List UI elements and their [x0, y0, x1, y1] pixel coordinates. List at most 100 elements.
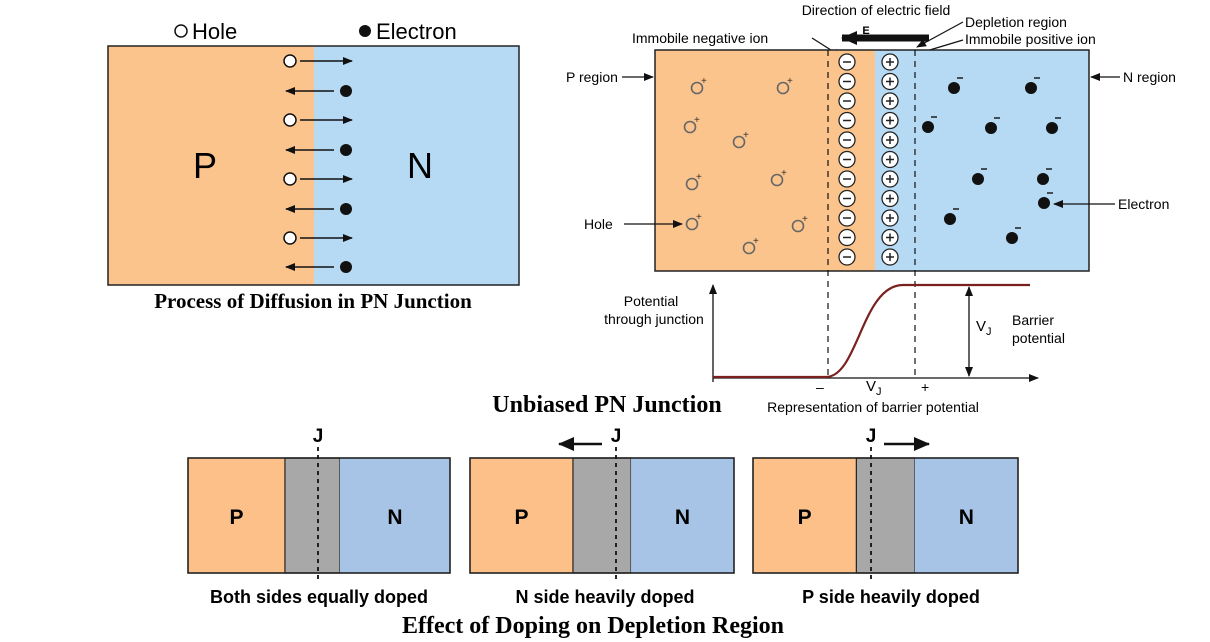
- hole-icon: [283, 54, 297, 68]
- electron-icon: [1006, 232, 1018, 244]
- doping-depletion-region: [855, 457, 916, 574]
- electron-icon: [972, 173, 984, 185]
- doping-depletion-region: [284, 457, 341, 574]
- doping-depletion-region: [572, 457, 632, 574]
- electron-legend-icon: [359, 25, 371, 37]
- unbiased-panel: Direction of electric field E Depletion …: [492, 2, 1176, 418]
- doping-p-region: [188, 458, 285, 573]
- p-region: [108, 46, 314, 285]
- doping-case-2: P N J N side heavily doped: [469, 426, 735, 607]
- electron-icon: [1037, 173, 1049, 185]
- junction-label: J: [611, 426, 622, 447]
- doping-p-label: P: [229, 506, 243, 529]
- minus-sign: –: [816, 379, 824, 395]
- doping-case-3: P N J P side heavily doped: [752, 426, 1019, 607]
- hole-icon: [685, 177, 699, 191]
- doping-caption: P side heavily doped: [802, 587, 980, 607]
- unbiased-outline: [654, 49, 1090, 272]
- hole-plus-glyph: +: [743, 130, 749, 141]
- electron-legend-label: Electron: [376, 19, 457, 44]
- electron-icon: [1038, 197, 1050, 209]
- diffusion-outline: [107, 45, 520, 286]
- vj-bottom-label: VJ: [866, 378, 882, 398]
- doping-outline: [752, 457, 1019, 574]
- barrier-label-line1: Barrier: [1012, 312, 1054, 328]
- hole-plus-glyph: +: [696, 212, 702, 223]
- n-label: N: [407, 145, 433, 186]
- immobile-ions: [838, 53, 899, 266]
- hole-icon: [776, 81, 790, 95]
- p-region-label: P region: [566, 69, 618, 85]
- barrier-potential-curve: [713, 283, 1030, 379]
- doping-n-region: [631, 458, 734, 573]
- unbiased-title: Unbiased PN Junction: [492, 392, 721, 418]
- hole-icon: [283, 231, 297, 245]
- electron-icon: [1025, 82, 1037, 94]
- field-direction-label: Direction of electric field: [802, 2, 951, 18]
- doping-case-1: P N J Both sides equally doped: [187, 426, 451, 607]
- hole-icon: [732, 135, 746, 149]
- hole-icon: [685, 217, 699, 231]
- doping-caption: Both sides equally doped: [210, 587, 428, 607]
- hole-icon: [742, 241, 756, 255]
- hole-plus-glyph: +: [696, 172, 702, 183]
- doping-p-label: P: [514, 506, 528, 529]
- field-symbol: E: [862, 25, 869, 37]
- doping-p-region: [753, 458, 857, 573]
- hole-icon: [770, 173, 784, 187]
- p-label: P: [193, 145, 217, 186]
- hole-icon: [791, 219, 805, 233]
- doping-panel: P N J Both sides equally doped P N J N side hea…: [187, 426, 1019, 607]
- hole-label: Hole: [584, 216, 613, 232]
- diffusion-panel: Hole Electron P N Process of Diffusion i…: [107, 19, 520, 313]
- hole-legend-label: Hole: [192, 19, 237, 44]
- hole-plus-glyph: +: [787, 76, 793, 87]
- electron-icon: [985, 122, 997, 134]
- electron-icon: [340, 261, 352, 273]
- doping-outline: [469, 457, 735, 574]
- electron-icon: [340, 85, 352, 97]
- diffusion-carriers: [283, 54, 353, 273]
- doping-n-label: N: [675, 506, 690, 529]
- doping-n-label: N: [387, 506, 402, 529]
- plus-sign: +: [921, 379, 929, 395]
- electron-label: Electron: [1118, 196, 1169, 212]
- unbiased-carriers: + + + + + + + + +: [683, 76, 1061, 255]
- doping-n-region: [339, 458, 450, 573]
- vj-right-label: VJ: [976, 318, 992, 338]
- hole-plus-glyph: +: [701, 76, 707, 87]
- hole-icon: [683, 120, 697, 134]
- representation-label: Representation of barrier potential: [767, 399, 979, 415]
- doping-n-label: N: [959, 506, 974, 529]
- hole-plus-glyph: +: [753, 236, 759, 247]
- electron-icon: [340, 203, 352, 215]
- electron-icon: [340, 144, 352, 156]
- electron-icon: [944, 213, 956, 225]
- diffusion-caption: Process of Diffusion in PN Junction: [154, 289, 472, 313]
- doping-title: Effect of Doping on Depletion Region: [402, 613, 784, 639]
- electron-icon: [1046, 122, 1058, 134]
- electron-icon: [948, 82, 960, 94]
- doping-p-label: P: [798, 506, 812, 529]
- immobile-positive-label: Immobile positive ion: [965, 31, 1096, 47]
- potential-label-line2: through junction: [604, 311, 704, 327]
- doping-n-region: [914, 458, 1018, 573]
- immobile-negative-label: Immobile negative ion: [632, 30, 768, 46]
- hole-icon: [690, 81, 704, 95]
- junction-label: J: [866, 426, 877, 447]
- hole-plus-glyph: +: [802, 214, 808, 225]
- unbiased-n-region: [875, 50, 1089, 271]
- depletion-pointer-icon: [916, 21, 964, 48]
- junction-label: J: [313, 426, 324, 447]
- barrier-label-line2: potential: [1012, 330, 1065, 346]
- doping-p-region: [470, 458, 573, 573]
- n-region-label: N region: [1123, 69, 1176, 85]
- hole-icon: [283, 172, 297, 186]
- hole-plus-glyph: +: [694, 115, 700, 126]
- doping-caption: N side heavily doped: [515, 587, 694, 607]
- hole-plus-glyph: +: [781, 168, 787, 179]
- depletion-region-label: Depletion region: [965, 14, 1067, 30]
- hole-legend-icon: [174, 24, 188, 38]
- doping-outline: [187, 457, 451, 574]
